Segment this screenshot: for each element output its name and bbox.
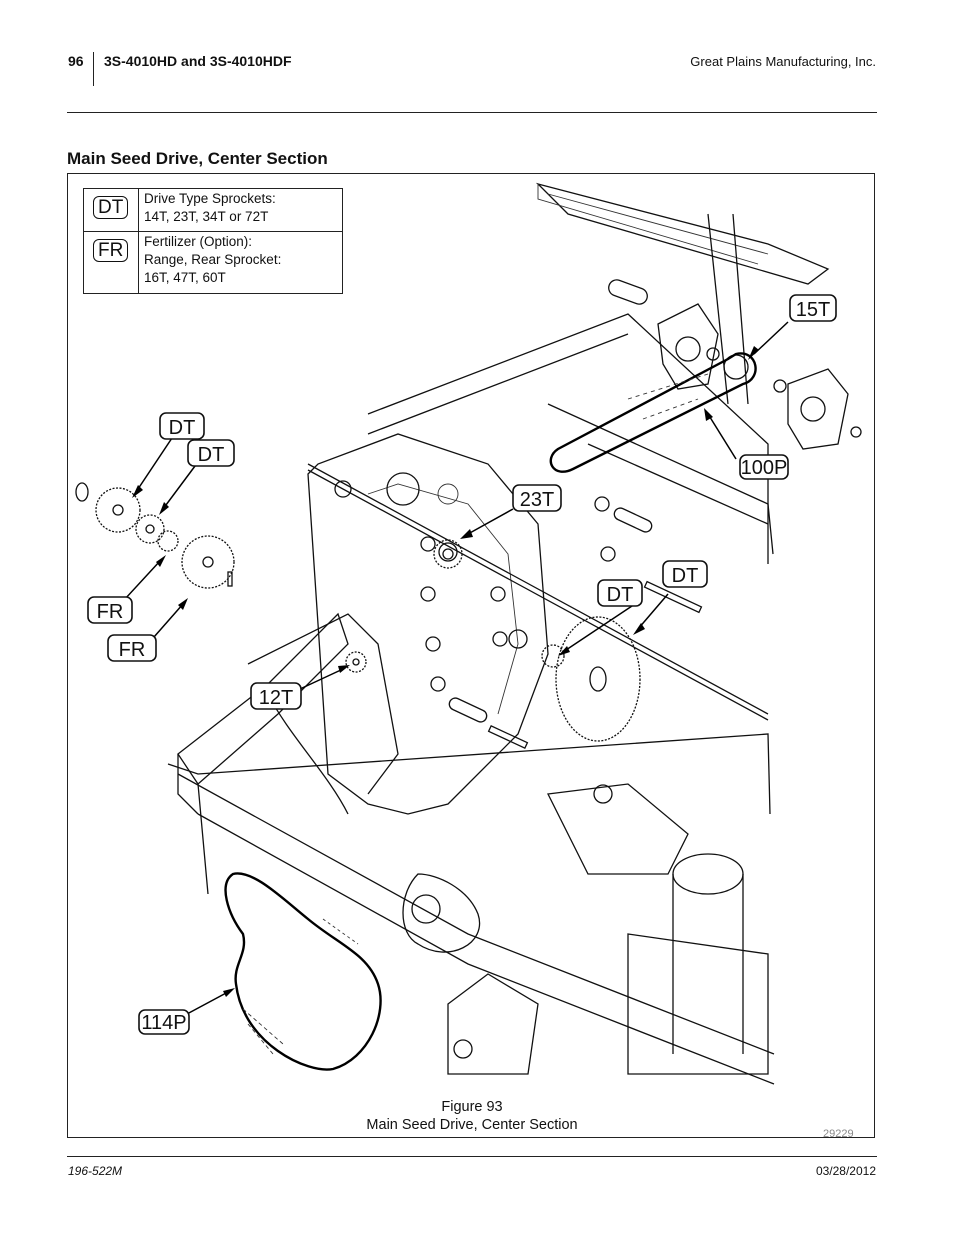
legend-row-dt: DT Drive Type Sprockets: 14T, 23T, 34T o… <box>83 188 343 232</box>
callout-dt-text: DT <box>607 584 634 606</box>
callout-15t-text: 15T <box>796 299 830 321</box>
sprocket-23t <box>433 539 463 569</box>
footer-date: 03/28/2012 <box>815 1164 876 1178</box>
legend-desc-cell: Fertilizer (Option): Range, Rear Sprocke… <box>138 231 343 294</box>
callout-dt-text: DT <box>169 417 196 439</box>
header-rule <box>67 112 877 113</box>
callout-fr-lower: FR <box>107 634 157 662</box>
section-title: Main Seed Drive, Center Section <box>67 149 328 168</box>
seed-meter-right <box>773 368 862 450</box>
hopper-rail <box>535 182 830 405</box>
header-divider <box>93 52 94 86</box>
callout-dt-left-lower: DT <box>187 439 235 467</box>
callout-dt-text: DT <box>198 444 225 466</box>
callout-dt-left-upper: DT <box>159 412 205 440</box>
seed-drive-drawing: 15T 100P 23T DT DT DT DT FR FR 12T 114P <box>75 182 862 1085</box>
right-pivot-assembly <box>447 783 769 1075</box>
callout-fr-upper: FR <box>87 596 133 624</box>
art-number: 29229 <box>823 1128 854 1140</box>
footer-doc-number: 196-522M <box>68 1164 123 1178</box>
figure-label: Figure 93 <box>441 1099 503 1115</box>
main-shaft <box>307 463 769 715</box>
chain-100p <box>549 352 757 473</box>
legend-code-fr: FR <box>93 239 129 262</box>
legend-dt-line2: 14T, 23T, 34T or 72T <box>144 209 269 224</box>
lower-frame-bar <box>177 773 775 1085</box>
legend-fr-line1: Fertilizer (Option): <box>144 234 253 249</box>
figure-frame <box>67 173 875 1138</box>
shaft-hardware <box>334 480 703 750</box>
page-number: 96 <box>68 53 84 69</box>
callout-23t: 23T <box>512 484 562 512</box>
sprocket-12t <box>345 651 367 673</box>
callout-dt-right-upper: DT <box>662 560 708 588</box>
callout-arrows <box>124 321 789 1015</box>
sprocket-dt-large <box>555 616 641 742</box>
callout-fr-text: FR <box>97 601 124 623</box>
footer-rule <box>67 1156 877 1157</box>
legend-dt-line1: Drive Type Sprockets: <box>144 191 276 206</box>
frame-beam <box>167 313 774 815</box>
chain-114p <box>224 872 382 1071</box>
main-shaft-edge <box>307 469 769 721</box>
callout-114p-text: 114P <box>141 1012 186 1034</box>
callout-12t-text: 12T <box>259 687 293 709</box>
callout-114p: 114P <box>138 1009 190 1035</box>
callout-23t-text: 23T <box>520 489 554 511</box>
callout-dt-right-lower: DT <box>597 579 643 607</box>
legend-table: DT Drive Type Sprockets: 14T, 23T, 34T o… <box>83 188 343 294</box>
chain-100p-links <box>627 373 709 420</box>
callout-15t: 15T <box>789 294 837 322</box>
legend-code-dt: DT <box>93 196 129 219</box>
legend-desc-cell: Drive Type Sprockets: 14T, 23T, 34T or 7… <box>138 188 343 232</box>
callout-fr-text: FR <box>119 639 146 661</box>
chain-114p-links <box>242 1008 284 1055</box>
legend-fr-line3: 16T, 47T, 60T <box>144 270 226 285</box>
legend-code-cell: FR <box>83 231 139 294</box>
legend-code-cell: DT <box>83 188 139 232</box>
callout-100p-text: 100P <box>741 457 788 479</box>
drive-housing <box>307 433 549 815</box>
callout-12t: 12T <box>250 682 302 710</box>
callout-100p: 100P <box>739 454 789 480</box>
legend-fr-line2: Range, Rear Sprocket: <box>144 252 282 267</box>
chain-114p-dashed <box>322 918 359 945</box>
callout-dt-text: DT <box>672 565 699 587</box>
left-frame-arm <box>177 612 399 895</box>
company-name: Great Plains Manufacturing, Inc. <box>690 54 876 69</box>
sprocket-dt-small <box>508 629 565 668</box>
legend-row-fr: FR Fertilizer (Option): Range, Rear Spro… <box>83 231 343 294</box>
exploded-sprockets-left <box>75 482 235 589</box>
figure-caption: Figure 93 Main Seed Drive, Center Sectio… <box>272 1098 672 1134</box>
seed-meter-left <box>608 279 720 390</box>
figure-caption-text: Main Seed Drive, Center Section <box>366 1117 578 1133</box>
document-title: 3S-4010HD and 3S-4010HDF <box>104 53 292 69</box>
